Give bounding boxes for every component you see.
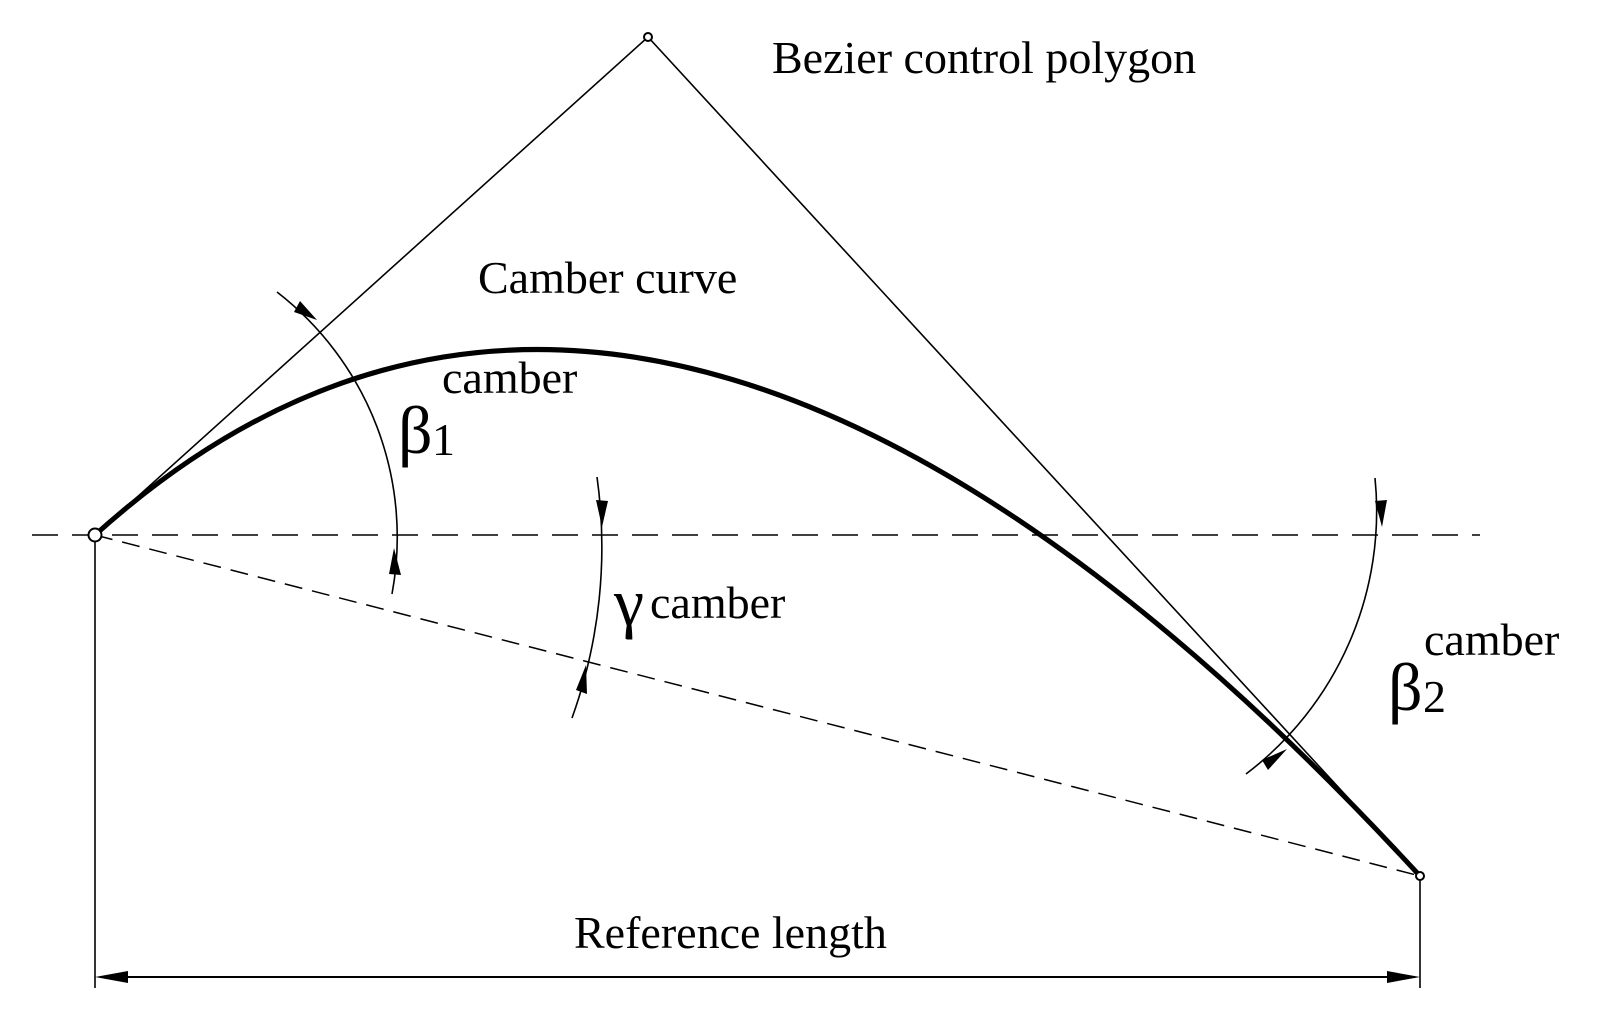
beta1-arrow-top — [294, 301, 317, 320]
gamma-arrow-top — [596, 500, 608, 527]
beta1-superscript: camber — [442, 352, 577, 403]
gamma-symbol: γ — [613, 564, 644, 640]
camber-curve — [93, 347, 1422, 878]
gamma-angle-arc — [571, 476, 603, 719]
beta2-arrow-top — [1375, 500, 1387, 527]
reference-arrow-right — [1387, 971, 1420, 983]
gamma-arrow-bottom — [576, 665, 587, 694]
beta2-subscript: 2 — [1423, 671, 1446, 722]
beta2-arrow-bottom — [1262, 749, 1287, 770]
bezier-polygon-label: Bezier control polygon — [772, 32, 1196, 83]
camber-curve-label: Camber curve — [478, 252, 737, 303]
beta1-subscript: 1 — [432, 414, 455, 465]
reference-length-label: Reference length — [574, 907, 887, 958]
beta2-angle-arc — [1245, 477, 1378, 775]
control-point — [643, 32, 653, 42]
beta2-symbol: β — [1388, 649, 1423, 725]
beta1-arrow-bottom — [389, 548, 401, 575]
reference-arrow-left — [95, 971, 128, 983]
gamma-superscript: camber — [650, 577, 785, 628]
beta2-superscript: camber — [1424, 614, 1559, 665]
trailing-point — [1415, 871, 1425, 881]
chord-line — [94, 534, 1421, 877]
bezier-control-polygon — [94, 35, 1421, 877]
beta1-angle-arc — [276, 291, 399, 595]
beta1-symbol: β — [398, 392, 433, 468]
leading-point — [87, 527, 103, 543]
